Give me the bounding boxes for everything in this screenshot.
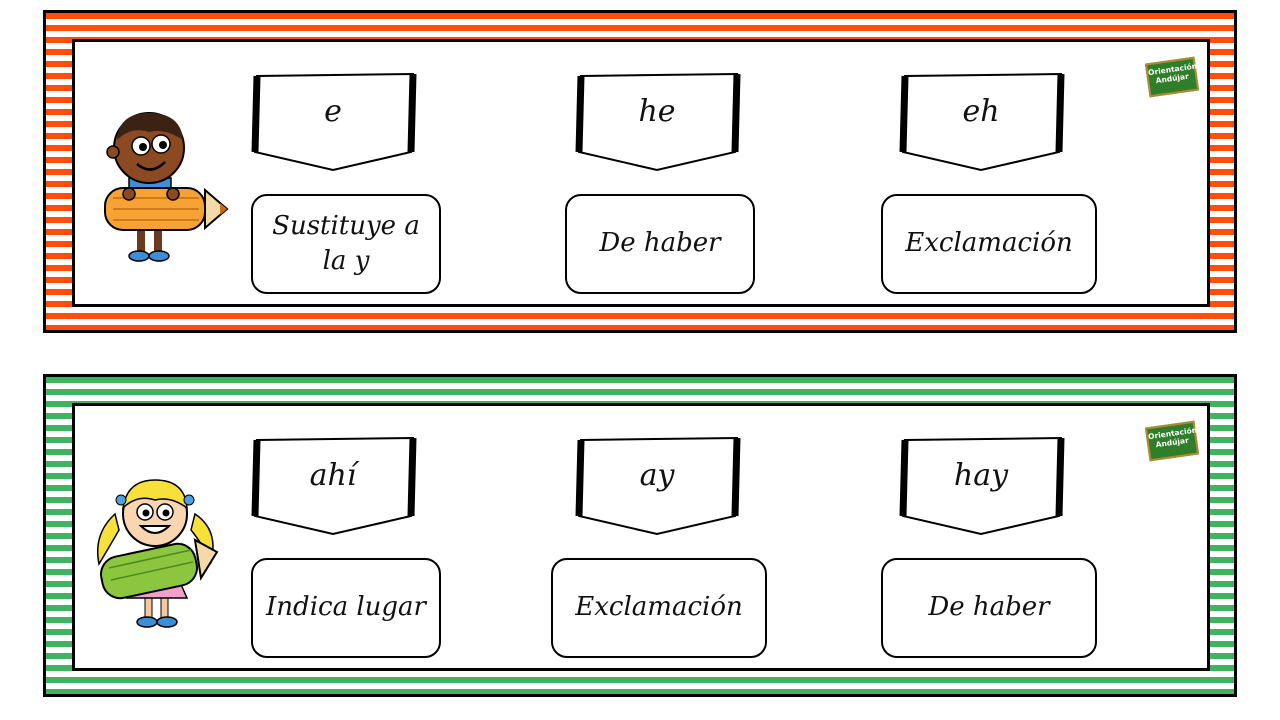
definition-box: Exclamación	[551, 558, 767, 658]
definition-text: De haber	[599, 228, 721, 259]
word-text: he	[638, 94, 676, 129]
definition-text: Sustituye a la y	[272, 210, 420, 276]
word-label-he: he	[575, 72, 745, 172]
definition-text: Exclamación	[575, 592, 743, 623]
label-tag-icon	[899, 436, 1065, 536]
word-label-ay: ay	[575, 436, 745, 536]
definition-box: Exclamación	[881, 194, 1097, 294]
definition-box: Indica lugar	[251, 558, 441, 658]
label-tag-icon	[575, 436, 741, 536]
label-tag-icon	[251, 436, 417, 536]
word-text: hay	[953, 458, 1009, 493]
label-tag-icon	[899, 72, 1065, 172]
word-text: e	[324, 94, 342, 129]
label-tag-icon	[251, 72, 417, 172]
word-label-hay: hay	[899, 436, 1069, 536]
definition-box: De haber	[565, 194, 755, 294]
definition-box: Sustituye a la y	[251, 194, 441, 294]
card-orange: e Sustituye a la y he De haber eh	[43, 10, 1237, 333]
card-inner: e Sustituye a la y he De haber eh	[72, 39, 1210, 307]
word-text: ay	[639, 458, 675, 493]
card-inner: ahí Indica lugar ay Exclamación hay	[72, 403, 1210, 671]
definition-box: De haber	[881, 558, 1097, 658]
label-tag-icon	[575, 72, 741, 172]
girl-pencil-icon	[97, 479, 219, 628]
word-text: eh	[962, 94, 1000, 129]
definition-text: Indica lugar	[266, 592, 426, 623]
definition-text: Exclamación	[905, 228, 1073, 259]
definition-text: De haber	[928, 592, 1050, 623]
word-label-ahi: ahí	[251, 436, 421, 536]
word-label-eh: eh	[899, 72, 1069, 172]
orientacion-andujar-logo: Orientación Andújar	[1144, 420, 1200, 462]
orientacion-andujar-logo: Orientación Andújar	[1144, 56, 1200, 98]
word-text: ahí	[309, 458, 357, 493]
word-label-e: e	[251, 72, 421, 172]
card-green: ahí Indica lugar ay Exclamación hay	[43, 374, 1237, 697]
boy-pencil-icon	[104, 112, 229, 262]
